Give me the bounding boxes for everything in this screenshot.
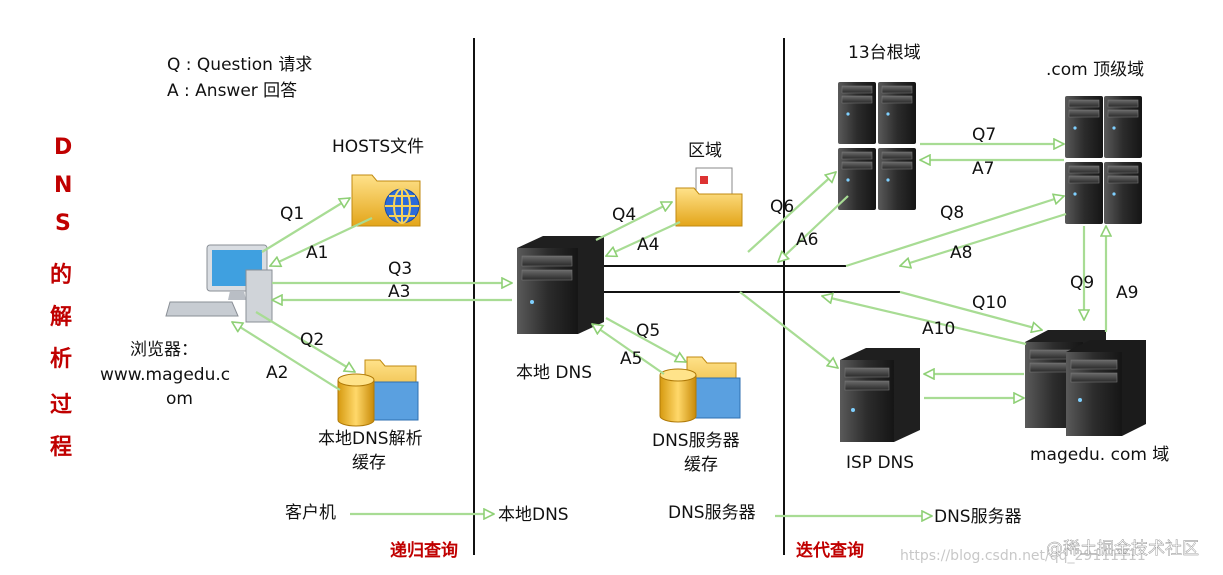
label-a10: A10 xyxy=(922,319,955,339)
arrow-a8 xyxy=(900,212,1067,266)
label-q6: Q6 xyxy=(770,197,794,217)
zone-label: 区域 xyxy=(688,141,722,161)
recursive-query-label: 递归查询 xyxy=(390,540,458,561)
com-domain-label: .com 顶级域 xyxy=(1046,60,1144,80)
label-q7: Q7 xyxy=(972,125,996,145)
dns-cache-icon xyxy=(659,356,741,423)
dns-server-right-label: DNS服务器 xyxy=(934,507,1022,527)
arrow-a1 xyxy=(270,217,373,266)
isp-dns-server-icon xyxy=(840,348,920,442)
dns-cache-label-line1: DNS服务器 xyxy=(652,431,740,451)
browser-label-line1: 浏览器： xyxy=(130,340,198,360)
client-label: 客户机 xyxy=(285,503,336,523)
label-a6: A6 xyxy=(796,230,818,250)
label-q10: Q10 xyxy=(972,293,1007,313)
watermark-brand: @稀土掘金技术社区 xyxy=(1046,539,1199,559)
label-q4: Q4 xyxy=(612,205,636,225)
arrow-a2 xyxy=(232,322,341,391)
side-title-char: S xyxy=(55,211,71,236)
arrow-q10 xyxy=(899,290,1042,330)
side-title-char: 过 xyxy=(50,393,72,418)
side-title-char: N xyxy=(54,173,72,198)
root-domain-label: 13台根域 xyxy=(848,43,921,63)
browser-label-line3: om xyxy=(166,389,193,409)
label-a2: A2 xyxy=(266,363,288,383)
label-q5: Q5 xyxy=(636,321,660,341)
arrow-q8 xyxy=(845,196,1064,268)
arrow-q6 xyxy=(747,172,836,253)
label-a5: A5 xyxy=(620,349,642,369)
arrow-a5 xyxy=(592,324,665,375)
arrow-local-to-isp xyxy=(739,291,838,368)
side-title-char: 解 xyxy=(50,304,72,330)
side-title-char: 的 xyxy=(50,262,72,288)
magedu-servers-icon xyxy=(1025,330,1146,436)
zone-folder-icon xyxy=(675,167,743,227)
arrow-q5 xyxy=(605,317,686,363)
local-cache-icon xyxy=(337,359,419,427)
local-dns-label: 本地 DNS xyxy=(516,363,592,383)
label-a9: A9 xyxy=(1116,283,1138,303)
label-a3: A3 xyxy=(388,282,410,302)
isp-dns-label: ISP DNS xyxy=(846,453,914,473)
magedu-domain-label: magedu. com 域 xyxy=(1030,445,1169,465)
side-title: D N S 的 解 析 过 程 xyxy=(50,135,72,460)
label-q3: Q3 xyxy=(388,259,412,279)
label-a4: A4 xyxy=(637,235,659,255)
label-a7: A7 xyxy=(972,159,994,179)
arrow-q4 xyxy=(595,201,672,241)
local-dns-server-icon xyxy=(517,236,604,334)
bottom-local-dns-label: 本地DNS xyxy=(498,505,569,525)
label-q8: Q8 xyxy=(940,203,964,223)
arrow-q1 xyxy=(261,197,350,253)
com-servers-icon xyxy=(1064,95,1143,225)
legend-question: Q : Question 请求 xyxy=(167,55,312,75)
dns-cache-label-line2: 缓存 xyxy=(684,455,718,475)
hosts-folder-icon xyxy=(351,174,421,227)
local-cache-label-line2: 缓存 xyxy=(352,453,386,473)
hosts-file-label: HOSTS文件 xyxy=(332,137,424,157)
local-cache-label-line1: 本地DNS解析 xyxy=(318,429,423,449)
label-a8: A8 xyxy=(950,243,972,263)
browser-label-line2: www.magedu.c xyxy=(100,365,230,385)
side-title-char: D xyxy=(54,135,72,160)
watermark-url: https://blog.csdn.net/qq_29111111 xyxy=(900,548,1146,564)
computer-icon xyxy=(165,244,273,323)
dns-server-left-label: DNS服务器 xyxy=(668,503,756,523)
root-servers-icon xyxy=(837,81,917,211)
label-a1: A1 xyxy=(306,243,328,263)
arrow-q2 xyxy=(255,311,355,373)
arrow-a4 xyxy=(606,221,681,256)
side-title-char: 析 xyxy=(50,347,72,372)
side-title-char: 程 xyxy=(50,435,72,460)
arrow-a10 xyxy=(822,296,1027,346)
legend-answer: A : Answer 回答 xyxy=(167,81,297,101)
label-q9: Q9 xyxy=(1070,273,1094,293)
iterative-query-label: 迭代查询 xyxy=(796,540,864,561)
label-q2: Q2 xyxy=(300,330,324,350)
label-q1: Q1 xyxy=(280,204,304,224)
arrow-a6 xyxy=(778,195,849,262)
